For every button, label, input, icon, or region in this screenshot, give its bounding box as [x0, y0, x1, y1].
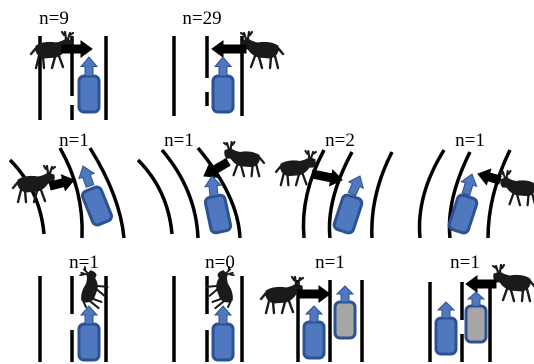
scenario-panel-6: n=1 [417, 130, 534, 239]
vehicle-direction-arrow [347, 175, 365, 197]
road-edge-left [8, 158, 46, 235]
other-vehicle-direction-arrow [466, 291, 486, 307]
scenario-panel-4: n=1 [136, 130, 266, 239]
road-edge-right [196, 146, 242, 239]
scenario-panel-10: n=1 [428, 252, 534, 362]
scenario-panel-3: n=1 [8, 130, 126, 239]
moose-movement-arrow [477, 168, 502, 186]
vehicle-direction-arrow [213, 56, 233, 77]
vehicle-direction-arrow [204, 175, 223, 197]
moose-movement-arrow [203, 157, 231, 178]
road-edge-right [88, 147, 126, 239]
count-label: n=1 [69, 252, 99, 273]
car-icon [434, 316, 458, 356]
car-icon [77, 74, 101, 114]
vehicle-direction-arrow [460, 173, 478, 196]
moose-icon [239, 30, 285, 70]
vehicle-direction-arrow [78, 165, 96, 188]
car-icon [211, 322, 235, 362]
moose-movement-arrow [211, 40, 247, 58]
lane-divider [58, 147, 84, 239]
vehicle-direction-arrow [79, 305, 99, 325]
moose-icon [498, 169, 534, 207]
road-edge-left [301, 149, 326, 239]
moose-movement-arrow [465, 275, 497, 293]
moose-movement-arrow [61, 40, 93, 58]
other-car-icon [333, 300, 357, 340]
moose-movement-arrow [310, 168, 343, 187]
count-label: n=1 [59, 130, 89, 151]
count-label: n=0 [205, 252, 235, 273]
lane-divider [447, 151, 472, 239]
scenario-panel-1: n=9 [29, 8, 108, 120]
other-vehicle-direction-arrow [335, 285, 355, 303]
count-label: n=1 [164, 130, 194, 151]
count-label: n=9 [39, 8, 69, 29]
car-icon [80, 185, 114, 227]
road-edge-left [136, 158, 174, 235]
scenario-panel-5: n=2 [274, 130, 394, 239]
car-icon [77, 322, 101, 362]
scenario-panel-8: n=0 [172, 252, 246, 362]
road-edge-right [486, 149, 512, 239]
vehicle-direction-arrow [436, 301, 456, 319]
scenario-panel-7: n=1 [38, 252, 113, 362]
car-icon [203, 193, 233, 235]
count-label: n=1 [315, 252, 345, 273]
vehicle-direction-arrow [213, 305, 233, 325]
scenario-panel-2: n=29 [172, 8, 285, 116]
lane-divider [160, 148, 200, 239]
count-label: n=29 [182, 8, 221, 29]
road-edge-left [417, 149, 446, 239]
car-icon [447, 193, 479, 235]
scenario-panel-9: n=1 [259, 252, 364, 362]
count-label: n=2 [325, 130, 355, 151]
car-icon [302, 320, 326, 360]
other-car-icon [464, 304, 488, 344]
count-label: n=1 [450, 252, 480, 273]
moose-icon [491, 263, 534, 303]
lane-divider [327, 151, 354, 239]
moose-movement-arrow [297, 285, 331, 303]
count-label: n=1 [455, 130, 485, 151]
vehicle-direction-arrow [79, 56, 99, 77]
car-icon [332, 193, 364, 235]
moose-movement-arrow [48, 174, 75, 192]
vehicle-direction-arrow [304, 305, 324, 323]
road-edge-right [370, 151, 394, 239]
moose-icon [222, 140, 266, 178]
car-icon [211, 74, 235, 114]
